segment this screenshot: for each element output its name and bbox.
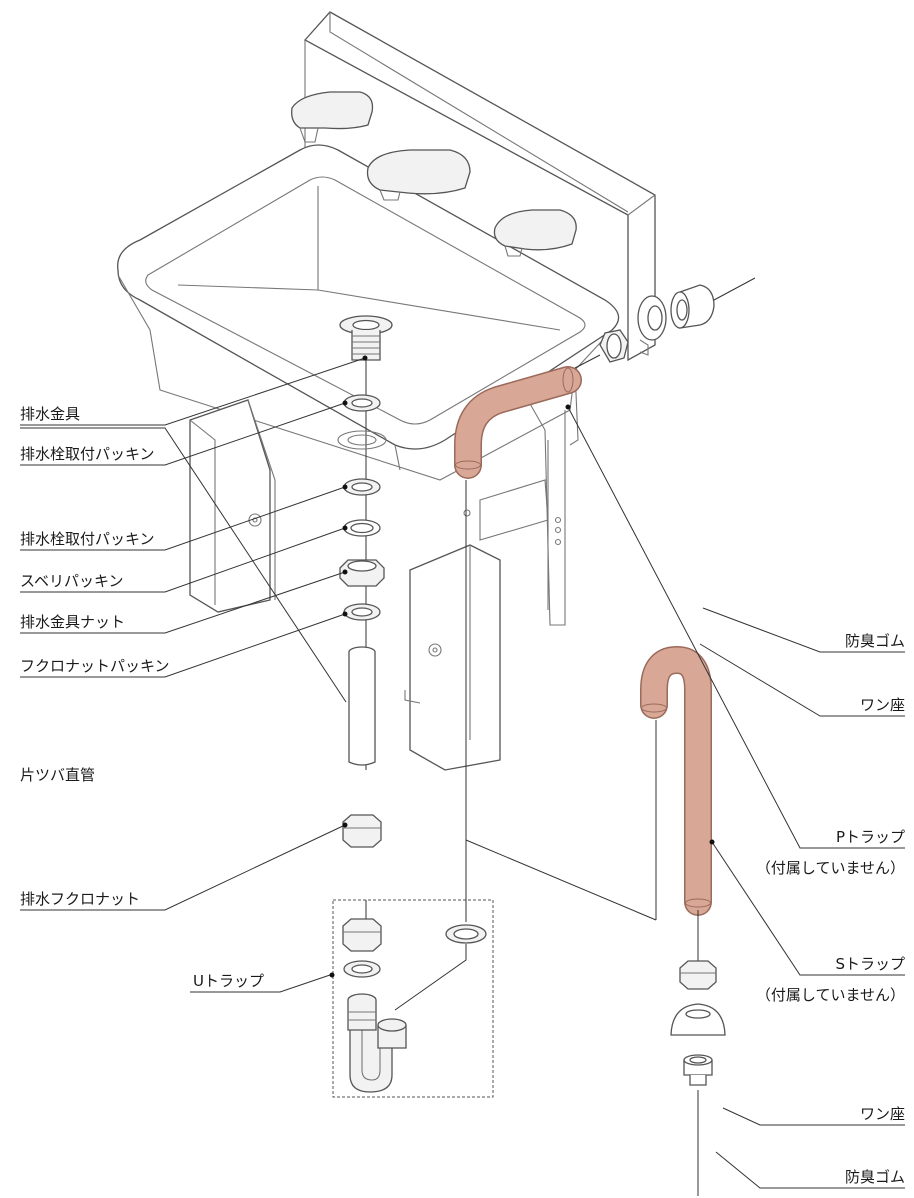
label-drain-fitting-nut: 排水金具ナット xyxy=(20,613,125,631)
label-drain-fitting: 排水金具 xyxy=(20,405,80,423)
odor-rubber-top-part xyxy=(670,284,715,329)
label-drain-plug-packing-1: 排水栓取付パッキン xyxy=(20,445,155,463)
odor-rubber-bottom-part xyxy=(683,1054,713,1086)
label-slip-packing: スベリパッキン xyxy=(20,572,124,590)
label-wan-seat-bottom: ワン座 xyxy=(860,1105,905,1123)
s-trap-nut xyxy=(679,960,717,990)
drain-flange-nut-part xyxy=(342,814,382,848)
wan-seat-bottom-part xyxy=(670,1003,726,1036)
label-flange-nut-packing: フクロナットパッキン xyxy=(20,657,170,675)
label-odor-rubber-bottom: 防臭ゴム xyxy=(845,1168,905,1186)
sink-unit xyxy=(117,11,656,771)
drain-fitting-nut-part xyxy=(339,559,385,587)
leader-lines-left xyxy=(20,355,368,993)
label-s-trap: Sトラップ xyxy=(835,955,905,973)
packing-ring-1 xyxy=(343,394,381,412)
wan-seat-top-part xyxy=(637,295,667,341)
u-trap-pipe-packing xyxy=(445,924,487,944)
u-trap-packing xyxy=(343,960,381,978)
s-trap-part xyxy=(640,646,712,916)
faucet-center xyxy=(366,149,471,201)
label-u-trap: Uトラップ xyxy=(193,972,264,990)
p-trap-part xyxy=(454,366,582,479)
sink-drain-hole xyxy=(337,430,387,450)
flange-nut-packing-ring xyxy=(343,603,381,621)
labels: 排水金具 排水栓取付パッキン 排水栓取付パッキン スベリパッキン 排水金具ナット… xyxy=(20,405,905,1186)
slip-packing-ring xyxy=(343,519,381,537)
label-s-trap-note: （付属していません） xyxy=(756,986,905,1004)
u-trap-group-box xyxy=(332,899,494,1098)
label-single-flange-pipe: 片ツバ直管 xyxy=(20,766,95,784)
drain-fitting-part xyxy=(339,315,393,361)
label-drain-plug-packing-2: 排水栓取付パッキン xyxy=(20,530,155,548)
faucet-right xyxy=(493,209,577,257)
label-p-trap: Pトラップ xyxy=(836,828,905,846)
u-trap-nut xyxy=(342,918,382,952)
label-p-trap-note: （付属していません） xyxy=(756,859,905,877)
faucet-left xyxy=(291,91,374,143)
u-trap-body xyxy=(347,993,407,1093)
p-trap-nut xyxy=(599,329,629,363)
straight-pipe-part xyxy=(348,646,376,766)
label-odor-rubber-top: 防臭ゴム xyxy=(845,632,905,650)
label-wan-seat-top: ワン座 xyxy=(860,696,905,714)
label-drain-flange-nut: 排水フクロナット xyxy=(20,890,140,908)
leader-lines-right xyxy=(565,404,905,1189)
packing-ring-2 xyxy=(343,478,381,496)
